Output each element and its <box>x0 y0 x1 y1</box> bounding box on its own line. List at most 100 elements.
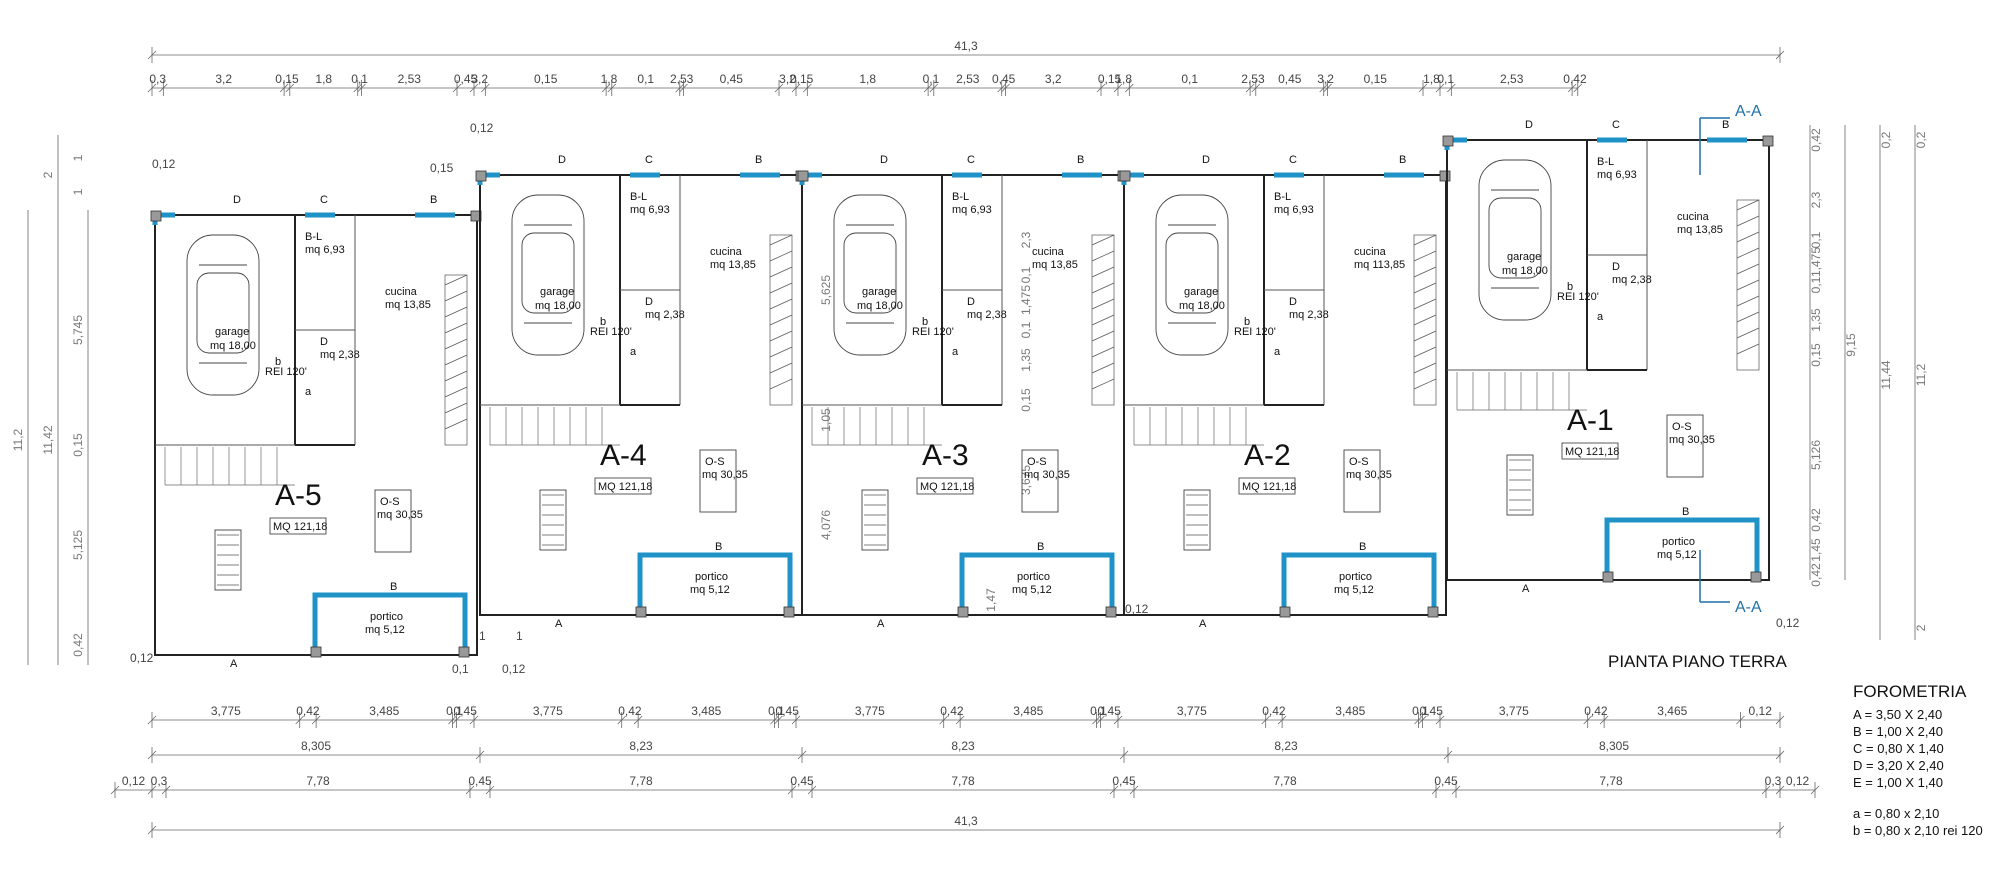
window-mark-c: C <box>645 154 653 166</box>
dim-misc-label: 0,12 <box>502 662 526 676</box>
dim-bottom-row1-label: 0,45 <box>1420 704 1444 718</box>
dim-bottom-row1-label: 3,775 <box>211 704 241 718</box>
dim-misc-label: 0,12 <box>130 651 154 665</box>
counter-hatch <box>444 370 468 382</box>
counter-hatch <box>1091 266 1115 278</box>
dim-top-row-label: 2,53 <box>1500 72 1524 86</box>
dim-bottom-row3-label: 7,78 <box>629 774 653 788</box>
counter-hatch <box>1736 247 1760 259</box>
counter-hatch <box>769 266 793 278</box>
insulation-portico <box>1281 552 1437 615</box>
counter-hatch <box>1091 378 1115 390</box>
dim-right-label: 1,475 <box>1809 247 1823 277</box>
counter-hatch <box>769 234 793 246</box>
window-mark-b: B <box>430 194 437 206</box>
dim-bottom-row1-label: 3,775 <box>1177 704 1207 718</box>
dim-left-label: 1 <box>71 188 85 195</box>
kitchen-area: mq 113,85 <box>1354 259 1405 271</box>
car-body <box>833 194 907 356</box>
counter-hatch <box>1736 295 1760 307</box>
counter-hatch <box>1091 314 1115 326</box>
dim-bottom-row1-label: 0,1 <box>768 704 785 718</box>
dim-misc-label: 0,12 <box>470 121 494 135</box>
window-mark-b-portico: B <box>715 541 722 553</box>
dim-bottom-row1-label: 0,12 <box>1749 704 1773 718</box>
window-mark-c: C <box>1612 119 1620 131</box>
dim-bottom-total: 41,3 <box>147 814 1785 838</box>
car-cabin <box>521 232 575 314</box>
kitchen-counter <box>769 234 793 406</box>
counter-hatch <box>444 338 468 350</box>
counter-hatch <box>444 306 468 318</box>
legend-item-c: C = 0,80 X 1,40 <box>1853 741 1944 756</box>
garage-label: garage <box>1507 251 1541 263</box>
living-area: mq 30,35 <box>1346 469 1392 481</box>
counter-hatch <box>1413 346 1437 358</box>
legend-heading: FOROMETRIA <box>1853 682 1967 701</box>
dim-top-row-label: 0,45 <box>1278 72 1302 86</box>
dim-bottom-total-label: 41,3 <box>954 814 978 828</box>
dim-top-row-label: 0,1 <box>923 72 940 86</box>
dim-right-label: 1,35 <box>1809 308 1823 332</box>
dim-right-label: 1,45 <box>1809 538 1823 562</box>
dim-bottom-row3-label: 0,45 <box>790 774 814 788</box>
dim-misc-label: 0,12 <box>1125 602 1149 616</box>
counter-hatch <box>769 330 793 342</box>
dim-bottom-row2-label: 8,23 <box>629 739 653 753</box>
window-mark-a: A <box>877 618 885 630</box>
sofa <box>1506 454 1534 516</box>
window-mark-c: C <box>320 194 328 206</box>
unit-area: MQ 121,18 <box>1565 446 1619 458</box>
dim-bottom-row2-label: 8,23 <box>1274 739 1298 753</box>
dim-misc-vlabel: 5,625 <box>819 275 833 305</box>
dim-top-row-label: 3,2 <box>779 72 796 86</box>
unit-name: A-3 <box>922 439 969 472</box>
door-mark-b: b <box>1567 281 1573 293</box>
unit-name: A-5 <box>275 479 322 512</box>
bathroom-area: mq 6,93 <box>630 204 670 216</box>
dim-misc-vlabel: 1,475 <box>1019 285 1033 315</box>
kitchen-area: mq 13,85 <box>710 259 756 271</box>
counter-hatch <box>444 322 468 334</box>
sofa <box>861 489 889 551</box>
dim-top-total-label: 41,3 <box>954 39 978 53</box>
bathroom-label: B-L <box>305 231 322 243</box>
dim-top-total: 41,3 <box>147 39 1785 63</box>
counter-hatch <box>1413 362 1437 374</box>
dim-misc-label: 1 <box>479 629 486 643</box>
dim-bottom-row1-label: 0,42 <box>940 704 964 718</box>
dim-top-row-label: 0,15 <box>1364 72 1388 86</box>
dining-table <box>699 449 737 513</box>
dim-right-label: 0,1 <box>1809 231 1823 248</box>
dim-right-label: 0,1 <box>1809 276 1823 293</box>
portico-label: portico <box>1017 571 1050 583</box>
storage-label: D <box>320 336 328 348</box>
dim-right-label: 0,2 <box>1879 131 1893 148</box>
fire-door-label: REI 120' <box>265 366 307 378</box>
portico-area: mq 5,12 <box>365 624 405 636</box>
counter-hatch <box>769 378 793 390</box>
window-mark-b: B <box>755 154 762 166</box>
unit-area-box <box>1561 442 1619 460</box>
dim-bottom-row1-label: 3,465 <box>1657 704 1687 718</box>
counter-hatch <box>769 362 793 374</box>
storage-label: D <box>1289 296 1297 308</box>
door-mark-b: b <box>600 316 606 328</box>
garage-label: garage <box>215 326 249 338</box>
dim-misc-vlabel: 0,15 <box>1019 388 1033 412</box>
unit-outer-wall <box>1446 139 1770 581</box>
dim-top-row-label: 0,45 <box>992 72 1016 86</box>
dim-top-row-label: 2,53 <box>1241 72 1265 86</box>
dim-top-row-label: 0,42 <box>1563 72 1587 86</box>
living-label: O-S <box>1672 421 1692 433</box>
storage-label: D <box>645 296 653 308</box>
dim-top-row-label: 0,45 <box>720 72 744 86</box>
unit-name: A-1 <box>1567 404 1614 437</box>
dim-misc-label: 0,12 <box>152 157 176 171</box>
window-mark-d: D <box>558 154 566 166</box>
